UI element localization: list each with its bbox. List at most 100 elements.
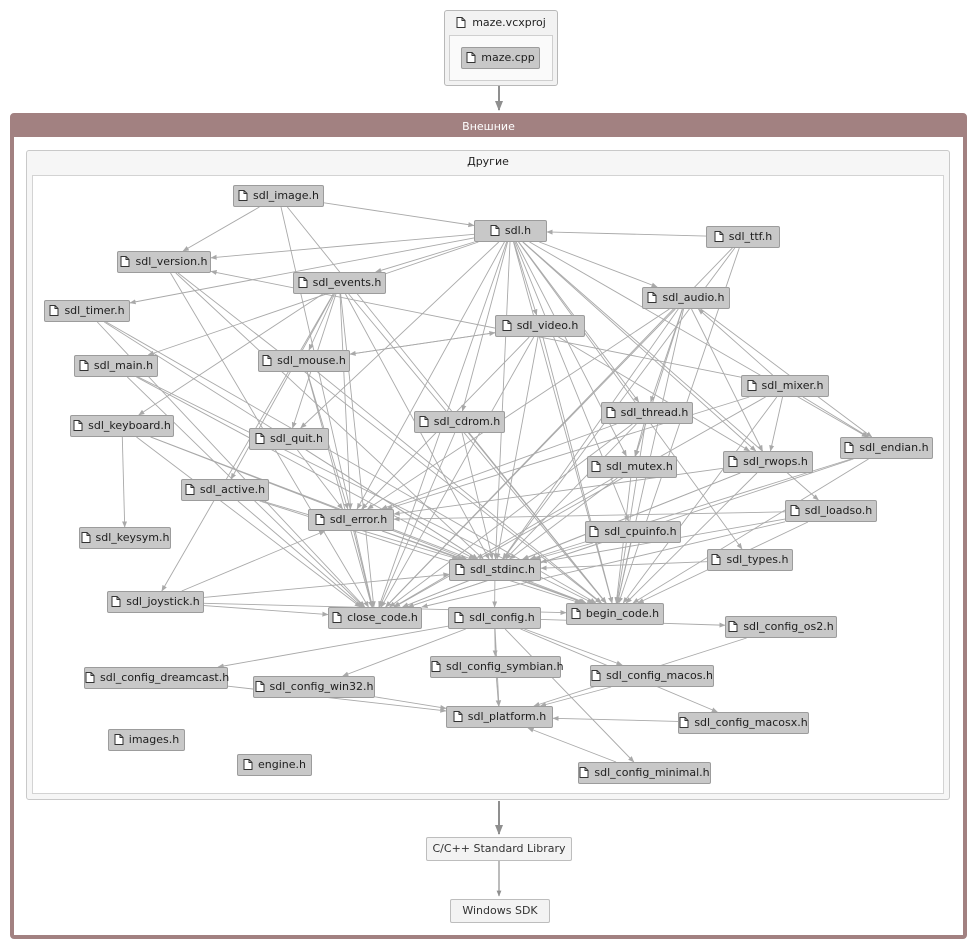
node-sdl-thread[interactable]: sdl_thread.h (601, 402, 693, 424)
node-sdl-config-symbian[interactable]: sdl_config_symbian.h (430, 656, 564, 678)
node-label: sdl_config_macosx.h (694, 716, 808, 729)
node-sdl-timer[interactable]: sdl_timer.h (44, 300, 130, 322)
node-sdl-cdrom[interactable]: sdl_cdrom.h (414, 411, 505, 433)
node-label: engine.h (258, 758, 306, 771)
file-icon (114, 733, 124, 745)
node-sdl-video[interactable]: sdl_video.h (495, 315, 585, 337)
file-icon (298, 276, 308, 288)
file-icon (579, 766, 589, 778)
node-label: sdl_cdrom.h (433, 415, 501, 428)
node-sdl-endian[interactable]: sdl_endian.h (840, 437, 933, 459)
node-label: sdl_mixer.h (761, 379, 824, 392)
node-sdl-audio[interactable]: sdl_audio.h (642, 287, 730, 309)
file-icon (844, 441, 854, 453)
node-sdl-config-macosx[interactable]: sdl_config_macosx.h (678, 712, 809, 734)
node-label: sdl_config_win32.h (269, 680, 374, 693)
project-title: maze.vcxproj (472, 16, 546, 29)
node-label: sdl_keyboard.h (88, 419, 171, 432)
node-label: sdl_ttf.h (728, 230, 773, 243)
node-label: sdl_error.h (329, 513, 388, 526)
node-sdl-quit[interactable]: sdl_quit.h (249, 428, 329, 450)
file-icon (490, 224, 500, 236)
node-sdl-config-macos[interactable]: sdl_config_macos.h (590, 665, 714, 687)
node-label: sdl_quit.h (269, 432, 324, 445)
node-sdl-stdinc[interactable]: sdl_stdinc.h (449, 559, 541, 581)
node-sdl-config-os2[interactable]: sdl_config_os2.h (725, 616, 837, 638)
node-label: sdl.h (504, 224, 532, 237)
file-icon (790, 504, 800, 516)
node-sdl-error[interactable]: sdl_error.h (308, 509, 394, 531)
node-sdl-ttf[interactable]: sdl_ttf.h (706, 226, 780, 248)
file-icon (315, 513, 325, 525)
node-label: sdl_thread.h (620, 406, 689, 419)
node-sdl-keysym[interactable]: sdl_keysym.h (79, 527, 171, 549)
file-icon (591, 460, 601, 472)
node-sdl-active[interactable]: sdl_active.h (181, 479, 269, 501)
node-label: sdl_config_dreamcast.h (100, 671, 230, 684)
group-other[interactable]: Другие (26, 150, 950, 800)
node-label: sdl_audio.h (662, 291, 725, 304)
file-icon (679, 716, 689, 728)
node-sdl-image[interactable]: sdl_image.h (233, 185, 324, 207)
node-images[interactable]: images.h (108, 729, 185, 751)
node-begin-code[interactable]: begin_code.h (566, 603, 664, 625)
node-label: begin_code.h (585, 607, 660, 620)
node-label: sdl_platform.h (467, 710, 547, 723)
node-engine[interactable]: engine.h (237, 754, 312, 776)
node-sdl-mouse[interactable]: sdl_mouse.h (258, 350, 350, 372)
node-sdl-loadso[interactable]: sdl_loadso.h (785, 500, 877, 522)
node-sdl-config[interactable]: sdl_config.h (448, 607, 541, 629)
file-icon (589, 525, 599, 537)
node-sdl-platform[interactable]: sdl_platform.h (446, 706, 553, 728)
winsdk-node[interactable]: Windows SDK (450, 899, 550, 923)
file-icon (255, 680, 265, 692)
node-sdl-version[interactable]: sdl_version.h (117, 251, 211, 273)
file-icon (111, 595, 121, 607)
node-sdl-mutex[interactable]: sdl_mutex.h (587, 456, 677, 478)
node-close-code[interactable]: close_code.h (328, 607, 422, 629)
node-label: sdl_config_symbian.h (446, 660, 564, 673)
node-maze-cpp[interactable]: maze.cpp (461, 47, 540, 69)
node-sdl-main[interactable]: sdl_main.h (74, 355, 158, 377)
file-icon (431, 660, 441, 672)
node-label: sdl_cpuinfo.h (604, 525, 677, 538)
node-sdl-mixer[interactable]: sdl_mixer.h (741, 375, 829, 397)
file-icon (238, 189, 248, 201)
file-icon (456, 16, 466, 28)
node-label: sdl_events.h (312, 276, 382, 289)
file-icon (332, 611, 342, 623)
node-sdl-joystick[interactable]: sdl_joystick.h (107, 591, 204, 613)
node-sdl-keyboard[interactable]: sdl_keyboard.h (70, 415, 174, 437)
node-label: sdl_config_macos.h (606, 669, 713, 682)
stdlib-node[interactable]: C/C++ Standard Library (426, 837, 572, 861)
node-label: sdl_timer.h (64, 304, 125, 317)
file-icon (73, 419, 83, 431)
file-icon (453, 710, 463, 722)
file-icon (711, 553, 721, 565)
node-sdl-rwops[interactable]: sdl_rwops.h (723, 451, 813, 473)
file-icon (728, 455, 738, 467)
node-label: sdl_endian.h (859, 441, 929, 454)
file-icon (243, 758, 253, 770)
group-other-header[interactable]: Другие (467, 155, 509, 168)
node-label: sdl_main.h (93, 359, 154, 372)
file-icon (185, 483, 195, 495)
node-sdl-config-minimal[interactable]: sdl_config_minimal.h (578, 762, 711, 784)
file-icon (466, 51, 476, 63)
node-sdl-config-dreamcast[interactable]: sdl_config_dreamcast.h (84, 667, 230, 689)
file-icon (454, 611, 464, 623)
node-label: sdl_types.h (726, 553, 789, 566)
node-sdl[interactable]: sdl.h (474, 220, 547, 242)
group-external-header[interactable]: Внешние (14, 117, 963, 137)
node-label: images.h (128, 733, 180, 746)
file-icon (79, 359, 89, 371)
node-label: sdl_active.h (199, 483, 266, 496)
node-sdl-config-win32[interactable]: sdl_config_win32.h (253, 676, 375, 698)
node-sdl-cpuinfo[interactable]: sdl_cpuinfo.h (585, 521, 681, 543)
file-icon (728, 620, 738, 632)
node-sdl-types[interactable]: sdl_types.h (707, 549, 793, 571)
node-sdl-events[interactable]: sdl_events.h (293, 272, 386, 294)
node-label: sdl_joystick.h (126, 595, 200, 608)
node-label: sdl_version.h (135, 255, 208, 268)
node-label: sdl_config_minimal.h (594, 766, 710, 779)
